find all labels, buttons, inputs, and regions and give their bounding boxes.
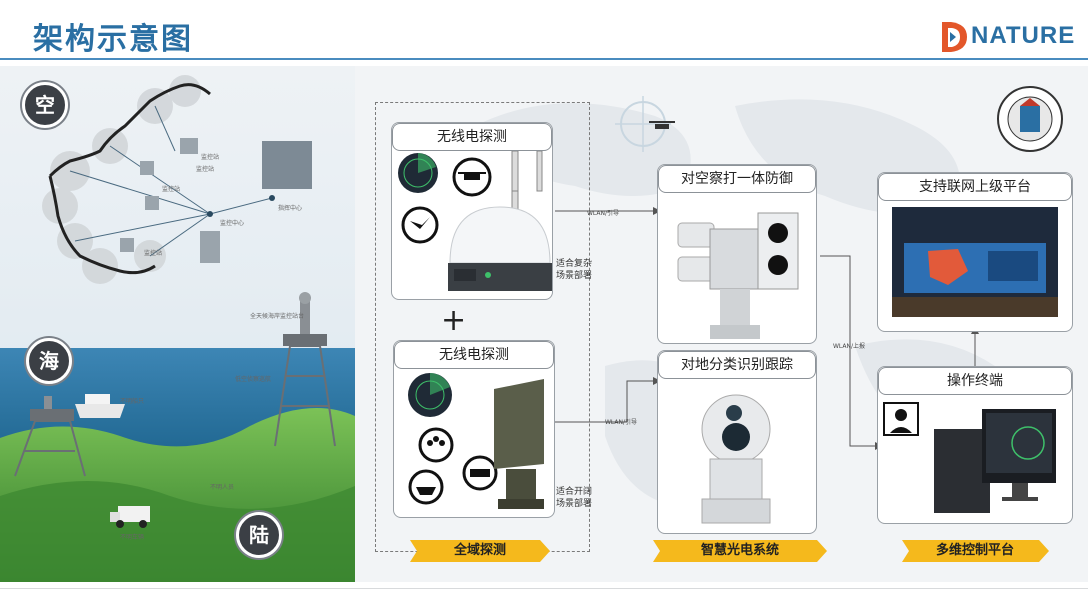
detection-equipment — [398, 151, 552, 291]
logo-text: NATURE — [971, 22, 1076, 49]
air-badge: 空 — [22, 82, 68, 128]
seal-emblem-icon — [997, 86, 1063, 152]
nature-logo: NATURE — [935, 18, 1074, 58]
land-badge: 陆 — [236, 512, 282, 558]
logo-mark-icon — [942, 22, 967, 52]
scene-label: 不明人员 — [210, 484, 235, 491]
header-divider — [0, 58, 1088, 60]
deployment-note: 适合复杂场景部署 — [556, 259, 593, 281]
header: 架构示意图 NATURE — [0, 0, 1088, 62]
radome-icon — [448, 206, 552, 291]
detection-banner: 全域探测 — [453, 543, 506, 558]
operator-icon — [883, 402, 919, 436]
card-title: 操作终端 — [878, 367, 1072, 395]
link-label: WLAN/引导 — [587, 210, 620, 217]
deployment-note: 适合开阔场景部署 — [556, 487, 593, 509]
drone-target-icon — [452, 157, 492, 197]
radio-detection-card-top: 无线电探测 — [391, 122, 553, 300]
page-title: 架构示意图 — [33, 22, 193, 57]
card-title: 支持联网上级平台 — [878, 173, 1072, 201]
radio-detection-card-bottom: 无线电探测 — [393, 340, 555, 518]
map-label: 指挥中心 — [278, 205, 303, 212]
map-label: 监控站 — [162, 186, 181, 193]
air-defense-card: 对空察打一体防御 — [657, 164, 817, 344]
ship-icon — [408, 469, 444, 505]
control-platform-banner: 多维控制平台 — [935, 543, 1014, 558]
map-label: 监控站 — [144, 250, 163, 257]
radar-icon — [398, 153, 438, 193]
card-title: 无线电探测 — [392, 123, 552, 151]
scene-label: 全天候海岸监控站台 — [250, 313, 305, 320]
ground-tracking-card: 对地分类识别跟踪 — [657, 350, 817, 534]
command-center-icon — [892, 207, 1058, 317]
map-label: 监控站 — [196, 166, 215, 173]
link-label: WLAN/引导 — [605, 419, 638, 426]
ptz-camera-icon — [701, 394, 771, 524]
footer-divider — [0, 588, 1088, 589]
car-icon — [462, 455, 498, 491]
card-title: 对空察打一体防御 — [658, 165, 816, 193]
radar-panel-icon — [494, 379, 544, 509]
card-title: 对地分类识别跟踪 — [658, 351, 816, 379]
optic-system-banner: 智慧光电系统 — [700, 543, 779, 558]
operator-terminal-card: 操作终端 — [877, 366, 1073, 524]
scene-label: 低空侦察巡航 — [235, 376, 272, 383]
plus-sign: + — [441, 303, 467, 338]
crowd-icon — [418, 427, 454, 463]
crosshair-drone-icon — [615, 96, 675, 152]
radar-icon — [408, 373, 452, 417]
scene-label: 不明车辆 — [120, 534, 145, 541]
upper-platform-card: 支持联网上级平台 — [877, 172, 1073, 332]
scene-panel: 监控站 监控站 监控站 监控站 监控中心 指挥中心 全天候海岸监控站台 低空侦察… — [0, 66, 355, 582]
detection-equipment — [408, 373, 544, 509]
map-label: 监控中心 — [220, 220, 245, 227]
banner-shapes — [410, 540, 1049, 562]
workstation-icon — [883, 402, 1056, 513]
sea-badge: 海 — [26, 338, 72, 384]
architecture-diagram: 无线电探测 — [355, 66, 1088, 582]
map-label: 监控站 — [201, 154, 220, 161]
bird-icon — [401, 206, 439, 244]
link-label: WLAN/上报 — [833, 343, 866, 350]
optic-turret-icon — [677, 212, 799, 339]
card-title: 无线电探测 — [394, 341, 554, 369]
scene-label: 不明船只 — [120, 398, 145, 405]
scene-illustration — [0, 66, 355, 582]
